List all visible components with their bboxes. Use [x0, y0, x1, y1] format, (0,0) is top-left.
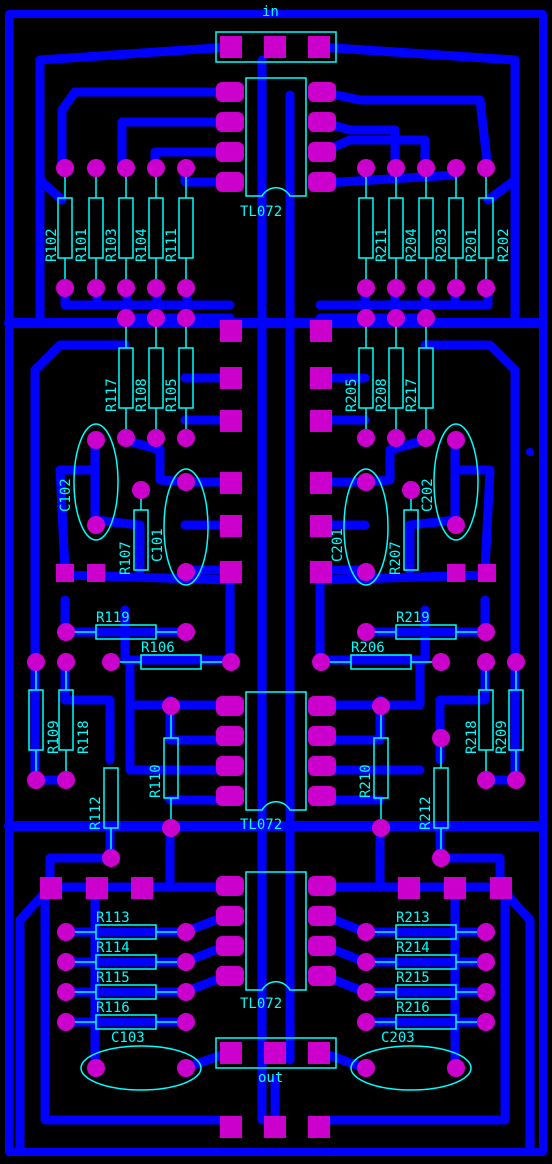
ic-bot-outline: [245, 871, 307, 991]
label-r211: R211: [374, 228, 390, 262]
label-r102: R102: [44, 228, 60, 262]
label-r218: R218: [464, 720, 480, 754]
label-c202: C202: [420, 478, 436, 512]
cap-outline-c202: [433, 423, 479, 541]
cap-outline-c203: [350, 1045, 472, 1091]
cap-outline-c201: [343, 468, 389, 586]
cap-outline-c102: [73, 423, 119, 541]
label-r107: R107: [118, 541, 134, 575]
label-r114: R114: [96, 940, 130, 956]
input-label: in: [262, 4, 279, 20]
label-r202: R202: [496, 228, 512, 262]
label-c103: C103: [111, 1030, 145, 1046]
label-c102: C102: [58, 478, 74, 512]
label-r117: R117: [104, 378, 120, 412]
label-r205: R205: [344, 378, 360, 412]
label-r203: R203: [434, 228, 450, 262]
label-r104: R104: [134, 228, 150, 262]
pads: [27, 36, 525, 1138]
input-connector-outline: [215, 31, 337, 63]
label-c203: C203: [381, 1030, 415, 1046]
label-r112: R112: [88, 796, 104, 830]
labels: in out TL072 TL072 TL072 R102 R101 R103 …: [44, 4, 512, 1086]
label-r119: R119: [96, 610, 130, 626]
label-r204: R204: [404, 228, 420, 262]
label-r208: R208: [374, 378, 390, 412]
label-r116: R116: [96, 1000, 130, 1016]
via-dot: [526, 448, 534, 456]
label-r210: R210: [358, 764, 374, 798]
ic-top-outline: [245, 77, 307, 197]
resistor-bodies-right-mid: [358, 318, 434, 438]
label-r110: R110: [148, 764, 164, 798]
ic-mid-outline: [245, 691, 307, 811]
ic-label-mid: TL072: [240, 817, 282, 833]
resistor-bodies-left-top: [57, 168, 194, 288]
label-r214: R214: [396, 940, 430, 956]
label-r111: R111: [164, 228, 180, 262]
output-connector-outline: [215, 1037, 337, 1069]
label-r217: R217: [404, 378, 420, 412]
label-r216: R216: [396, 1000, 430, 1016]
resistor-bodies-right-top: [358, 168, 494, 288]
label-r103: R103: [104, 228, 120, 262]
ic-label-bot: TL072: [240, 996, 282, 1012]
label-r209: R209: [494, 720, 510, 754]
label-r113: R113: [96, 910, 130, 926]
label-r212: R212: [418, 796, 434, 830]
label-c101: C101: [150, 528, 166, 562]
cap-outline-c103: [80, 1045, 202, 1091]
label-r219: R219: [396, 610, 430, 626]
label-r206: R206: [351, 640, 385, 656]
label-r115: R115: [96, 970, 130, 986]
cap-outline-c101: [163, 468, 209, 586]
label-r207: R207: [388, 541, 404, 575]
label-c201: C201: [330, 528, 346, 562]
output-label: out: [258, 1070, 283, 1086]
label-r213: R213: [396, 910, 430, 926]
label-r201: R201: [464, 228, 480, 262]
label-r108: R108: [134, 378, 150, 412]
label-r118: R118: [76, 720, 92, 754]
ic-label-top: TL072: [240, 204, 282, 220]
label-r101: R101: [74, 228, 90, 262]
label-r215: R215: [396, 970, 430, 986]
label-r105: R105: [164, 378, 180, 412]
label-r106: R106: [141, 640, 175, 656]
label-r109: R109: [46, 720, 62, 754]
